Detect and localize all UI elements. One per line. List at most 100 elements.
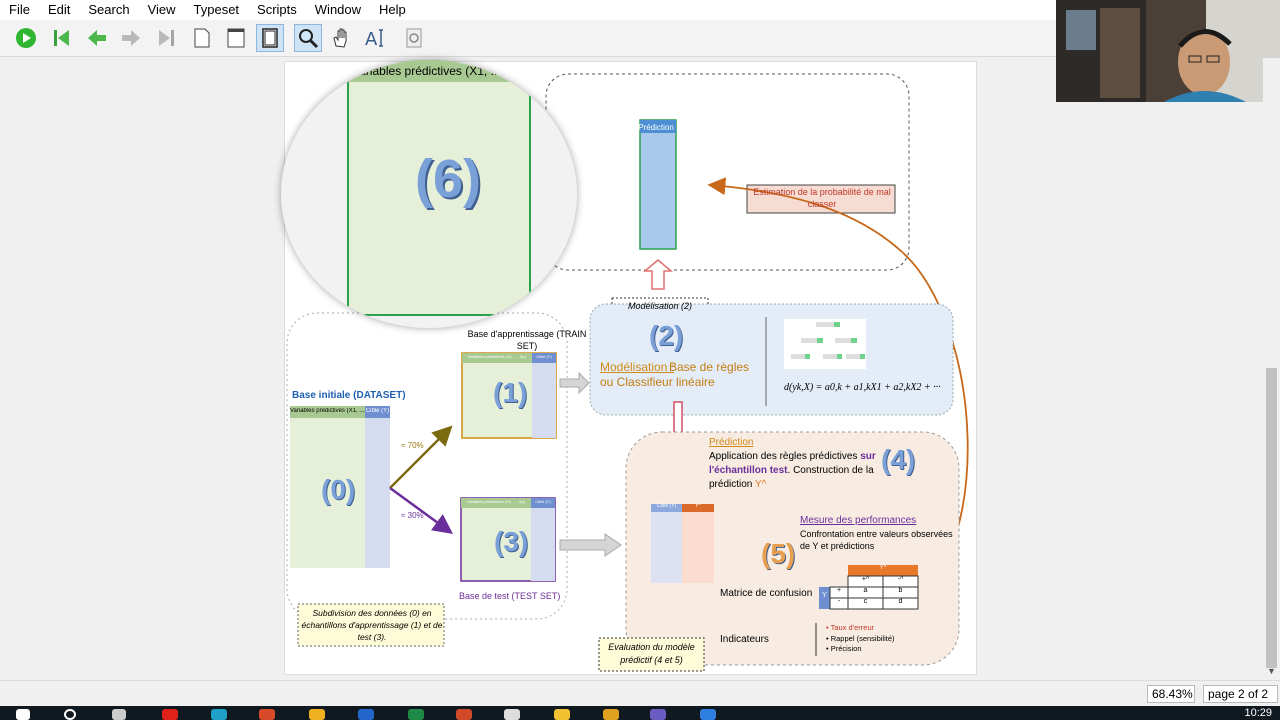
test-set-title: Base de test (TEST SET) bbox=[459, 591, 561, 601]
opera-icon[interactable] bbox=[162, 709, 178, 720]
magnifier-icon bbox=[299, 29, 319, 49]
prediction-bar-label: Prédiction bbox=[638, 123, 674, 132]
taskbar-clock: 10:29 bbox=[1244, 707, 1272, 719]
prediction-heading: Prédiction bbox=[709, 437, 754, 448]
indicator-error-rate-text: Taux d'erreur bbox=[830, 623, 875, 632]
pdf-viewer[interactable]: Prédiction Estimation de la probabilité … bbox=[0, 58, 1263, 678]
prediction-yhat: Y^ bbox=[754, 479, 767, 490]
excel-icon[interactable] bbox=[408, 709, 424, 720]
mesure-heading: Mesure des performances bbox=[800, 515, 917, 526]
hand-tool-button[interactable] bbox=[327, 24, 355, 52]
train-set-title: Base d'apprentissage (TRAIN SET) bbox=[467, 329, 587, 351]
page-indicator: page 2 of 2 bbox=[1203, 685, 1278, 703]
menu-window[interactable]: Window bbox=[314, 2, 362, 17]
magnified-table bbox=[347, 60, 531, 316]
evaluation-note: Evaluation du modèle prédictif (4 et 5) bbox=[608, 642, 695, 665]
previous-page-button[interactable] bbox=[83, 24, 111, 52]
scrollbar-thumb[interactable] bbox=[1266, 368, 1277, 668]
document-icon[interactable] bbox=[504, 709, 520, 720]
menu-bar: File Edit Search View Typeset Scripts Wi… bbox=[0, 0, 1280, 20]
app-icon-yellow[interactable] bbox=[309, 709, 325, 720]
powerpoint-icon[interactable] bbox=[456, 709, 472, 720]
step-1-label: (1) bbox=[493, 377, 528, 408]
menu-scripts[interactable]: Scripts bbox=[257, 2, 297, 17]
status-bar: 68.43% page 2 of 2 bbox=[0, 680, 1280, 706]
search-icon[interactable] bbox=[64, 709, 76, 720]
test-col-target: Cible (Y) bbox=[535, 499, 551, 504]
dataset-title: Base initiale (DATASET) bbox=[292, 390, 406, 401]
menu-file[interactable]: File bbox=[9, 2, 30, 17]
page-icon bbox=[194, 28, 210, 48]
matrix-cell-b: b bbox=[898, 587, 903, 594]
next-page-button[interactable] bbox=[117, 24, 145, 52]
word-icon[interactable] bbox=[358, 709, 374, 720]
folder-icon[interactable] bbox=[554, 709, 570, 720]
text-select-icon: A bbox=[365, 29, 383, 50]
menu-typeset[interactable]: Typeset bbox=[193, 2, 240, 17]
scroll-down-icon[interactable]: ▼ bbox=[1267, 666, 1276, 676]
indicator-precision-text: Précision bbox=[830, 644, 862, 653]
matrix-row-label: Y bbox=[822, 592, 827, 599]
prediction-text: Application des règles prédictives sur l… bbox=[709, 450, 879, 492]
modelisation-tag: Modélisation (2) bbox=[627, 301, 693, 311]
svg-text:A: A bbox=[365, 29, 378, 50]
find-button[interactable] bbox=[400, 24, 428, 52]
indicator-error-rate: • Taux d'erreur bbox=[826, 623, 875, 632]
magnifier-button[interactable] bbox=[294, 24, 322, 52]
single-page-view-button[interactable] bbox=[188, 24, 216, 52]
indicateurs-label: Indicateurs bbox=[720, 634, 769, 645]
zoom-level[interactable]: 68.43% bbox=[1147, 685, 1195, 703]
start-icon[interactable] bbox=[16, 709, 30, 720]
select-text-button[interactable]: A bbox=[361, 24, 389, 52]
prediction-text-a: Application des règles prédictives bbox=[709, 451, 858, 462]
find-icon bbox=[406, 28, 422, 48]
step-6-label: (6) bbox=[415, 149, 481, 209]
fit-page-button[interactable] bbox=[256, 24, 284, 52]
train-col-target: Cible (Y) bbox=[536, 354, 552, 359]
matrix-col-minus: -^ bbox=[897, 576, 904, 583]
last-page-button[interactable] bbox=[151, 24, 179, 52]
arrow-left-icon bbox=[88, 30, 106, 46]
linear-formula: d(yk,X) = a0,k + a1,kX1 + a2,kX2 + ··· bbox=[784, 382, 941, 393]
fit-page-icon bbox=[262, 28, 278, 48]
pct-70-label: ≈ 70% bbox=[401, 441, 424, 450]
app-icon-blue[interactable] bbox=[700, 709, 716, 720]
estimation-box-text: Estimation de la probabilité de mal clas… bbox=[753, 187, 891, 209]
menu-view[interactable]: View bbox=[147, 2, 176, 17]
menu-edit[interactable]: Edit bbox=[47, 2, 71, 17]
texworks-icon[interactable] bbox=[650, 709, 666, 720]
menu-help[interactable]: Help bbox=[379, 2, 406, 17]
continuous-view-button[interactable] bbox=[222, 24, 250, 52]
matrice-label: Matrice de confusion bbox=[720, 588, 813, 599]
last-page-icon bbox=[159, 30, 174, 46]
step-4-label: (4) bbox=[881, 444, 916, 475]
modelisation-text: Base de règles ou Classifieur linéaire bbox=[600, 360, 750, 389]
test-col-features: Variables prédictives (X1, ..., Xp) bbox=[467, 499, 525, 504]
mini-col-pred: Y^ bbox=[695, 503, 701, 509]
hand-icon bbox=[333, 28, 347, 48]
diagram-graphics bbox=[286, 73, 969, 672]
vertical-scrollbar[interactable]: ▼ bbox=[1263, 58, 1280, 680]
first-page-button[interactable] bbox=[49, 24, 77, 52]
magnifier-lens[interactable]: Variables prédictives (X1, ..., Xp) (6) bbox=[281, 60, 577, 328]
task-view-icon[interactable] bbox=[112, 709, 126, 720]
indicator-recall-text: Rappel (sensibilité) bbox=[830, 634, 895, 643]
prediction-text-b: sur l'échantillon test bbox=[709, 451, 876, 476]
mini-col-target: Cible (Y) bbox=[656, 503, 677, 509]
typeset-run-button[interactable] bbox=[12, 24, 40, 52]
step-5-label: (5) bbox=[761, 538, 796, 569]
os-taskbar: 10:29 bbox=[0, 706, 1280, 720]
matrix-col-plus: +^ bbox=[861, 576, 870, 583]
arrow-right-icon bbox=[122, 30, 140, 46]
app-icon-orange[interactable] bbox=[603, 709, 619, 720]
edge-icon[interactable] bbox=[211, 709, 227, 720]
matrix-row-minus: - bbox=[837, 598, 841, 605]
menu-search[interactable]: Search bbox=[88, 2, 130, 17]
matrix-cell-d: d bbox=[898, 598, 903, 605]
app-icon-red[interactable] bbox=[259, 709, 275, 720]
presenter-video bbox=[1056, 0, 1280, 102]
mesure-text: Confrontation entre valeurs observées de… bbox=[800, 529, 953, 551]
pct-30-label: ≈ 30% bbox=[401, 511, 424, 520]
prediction-text-c: . Construction de la prédiction bbox=[709, 465, 874, 490]
indicator-precision: • Précision bbox=[826, 644, 862, 653]
